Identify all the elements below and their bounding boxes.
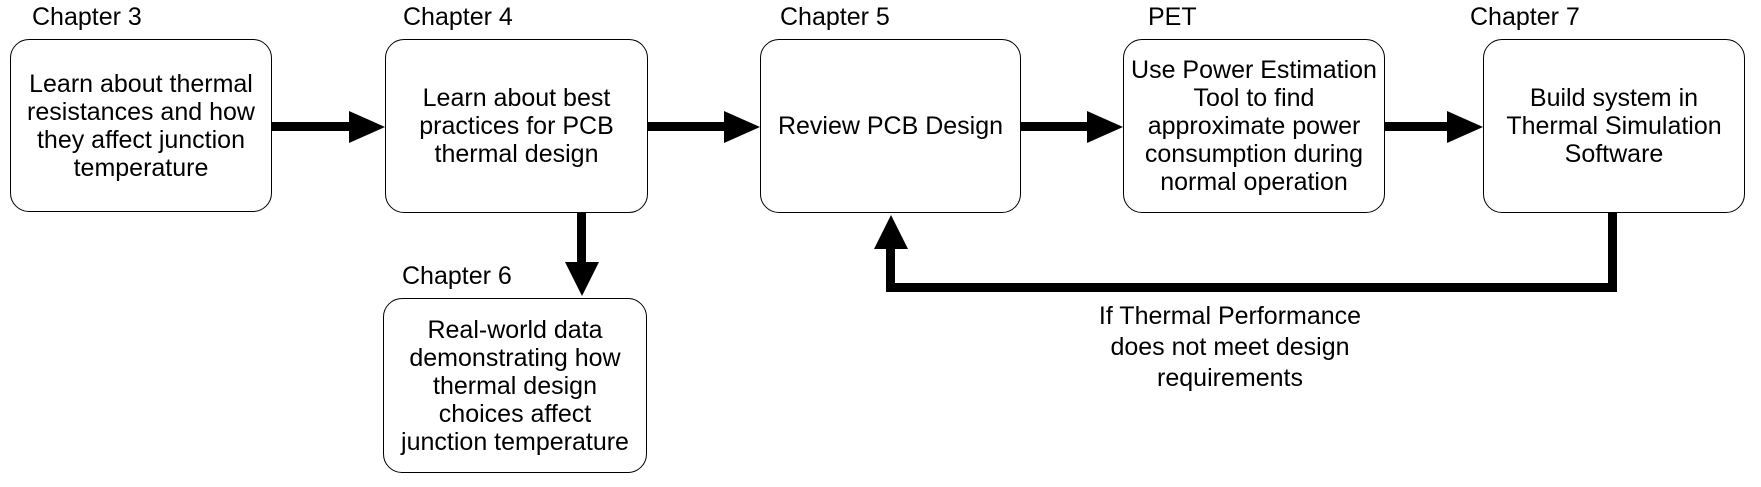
feedback-arrow-to-chapter5 bbox=[886, 249, 895, 292]
node-pet: Use Power Estimation Tool to find approx… bbox=[1123, 39, 1385, 213]
arrow-chapter4-to-chapter5 bbox=[648, 122, 724, 131]
node-chapter-7: Build system in Thermal Simulation Softw… bbox=[1483, 39, 1745, 213]
node-chapter-3: Learn about thermal resistances and how … bbox=[10, 39, 272, 212]
arrow-chapter5-to-pet bbox=[1021, 122, 1087, 131]
node-label-chapter-3: Chapter 3 bbox=[32, 3, 142, 31]
node-chapter-3-text: Learn about thermal resistances and how … bbox=[27, 69, 255, 182]
feedback-line-vertical bbox=[1608, 213, 1617, 292]
node-chapter-4: Learn about best practices for PCB therm… bbox=[385, 39, 648, 213]
node-chapter-7-text: Build system in Thermal Simulation Softw… bbox=[1506, 84, 1722, 168]
arrow-pet-to-chapter7 bbox=[1385, 122, 1447, 131]
node-label-chapter-5: Chapter 5 bbox=[780, 3, 890, 31]
node-chapter-6: Real-world data demonstrating how therma… bbox=[383, 298, 647, 473]
node-chapter-4-text: Learn about best practices for PCB therm… bbox=[419, 84, 614, 168]
node-label-chapter-4: Chapter 4 bbox=[403, 3, 513, 31]
node-pet-text: Use Power Estimation Tool to find approx… bbox=[1131, 56, 1377, 196]
node-chapter-5: Review PCB Design bbox=[760, 39, 1021, 213]
node-chapter-6-text: Real-world data demonstrating how therma… bbox=[401, 315, 629, 456]
feedback-line-horizontal bbox=[886, 283, 1617, 292]
arrow-chapter3-to-chapter4 bbox=[272, 122, 349, 131]
feedback-edge-label: If Thermal Performance does not meet des… bbox=[1098, 302, 1362, 392]
node-label-chapter-7: Chapter 7 bbox=[1470, 3, 1580, 31]
arrow-chapter4-to-chapter6 bbox=[577, 213, 586, 262]
node-label-chapter-6: Chapter 6 bbox=[402, 262, 512, 290]
node-label-pet: PET bbox=[1148, 3, 1197, 31]
node-chapter-5-text: Review PCB Design bbox=[777, 112, 1004, 140]
